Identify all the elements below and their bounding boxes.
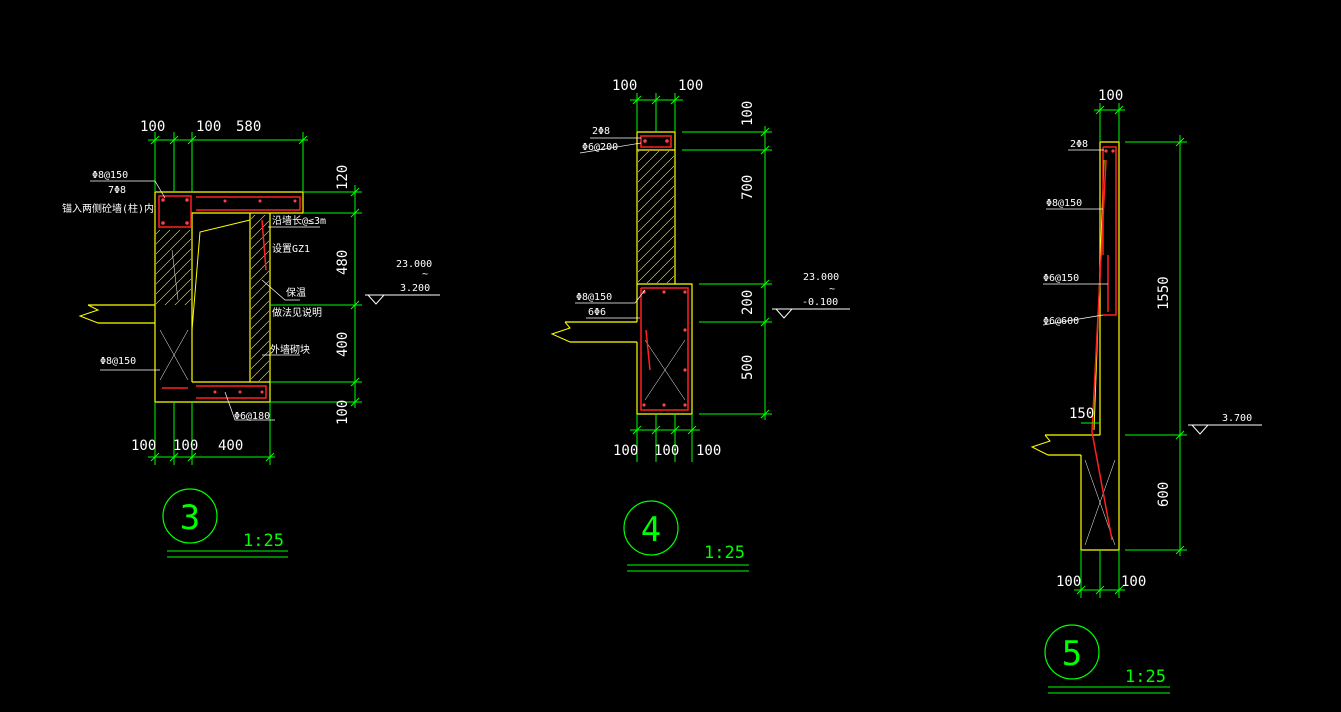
detail-3-dim-right (270, 185, 362, 408)
detail-3-dim-top (148, 132, 308, 192)
detail-5-dim-bottom-1: 100 (1056, 574, 1081, 590)
detail-4-dim-right-4: 500 (740, 355, 756, 380)
detail-4-cross-marks (644, 339, 686, 401)
detail-3-dim-top-1: 100 (140, 119, 165, 135)
detail-4-dim-bottom-2: 100 (654, 443, 679, 459)
detail-4-rebar-dots (642, 139, 687, 407)
detail-3-note-6: 保温 (286, 286, 306, 299)
detail-4-leaders (575, 137, 646, 319)
detail-3-dim-bottom-2: 100 (173, 438, 198, 454)
detail-4-dim-top (630, 93, 683, 132)
detail-3-note-10: Φ6@180 (234, 411, 270, 422)
detail-3-note-3: 锚入两侧砼墙(柱)内 (62, 202, 154, 215)
detail-5: 100 100 100 150 1550 600 3.700 (1030, 88, 1262, 694)
detail-3: 100 100 580 100 100 400 120 480 400 100 … (62, 119, 440, 558)
detail-4-dim-bottom (630, 414, 700, 462)
detail-4-dim-bottom-3: 100 (696, 443, 721, 459)
detail-4-dim-top-1: 100 (612, 78, 637, 94)
detail-5-dim-top (1094, 103, 1125, 142)
detail-3-rebar-dots (161, 198, 297, 394)
detail-4-dim-bottom-1: 100 (613, 443, 638, 459)
detail-5-dim-top-1: 100 (1098, 88, 1123, 104)
detail-5-level-1: 3.700 (1222, 413, 1252, 424)
detail-4-level-mark (772, 308, 850, 319)
detail-3-note-5: 设置GZ1 (272, 243, 310, 255)
detail-4-dim-top-2: 100 (678, 78, 703, 94)
detail-3-section-outline (78, 191, 304, 403)
detail-5-dim-left-1: 150 (1069, 406, 1094, 422)
detail-3-dim-bottom-3: 400 (218, 438, 243, 454)
detail-3-level-mark (365, 294, 440, 305)
detail-4-number-bubble (623, 500, 679, 556)
detail-5-note-1: 2Φ8 (1070, 139, 1088, 150)
detail-5-dim-right (1125, 135, 1187, 556)
detail-3-underline (167, 550, 288, 558)
detail-3-dim-top-3: 580 (236, 119, 261, 135)
detail-4-dim-right-1: 100 (740, 101, 756, 126)
detail-3-level-3: 3.200 (400, 283, 430, 294)
detail-3-dim-right-3: 400 (335, 332, 351, 357)
detail-5-level-mark (1188, 424, 1262, 435)
detail-3-level-2: ~ (422, 269, 428, 280)
detail-5-leaders (1042, 149, 1108, 326)
detail-3-hatch-column (156, 230, 191, 305)
detail-4-rebar (640, 135, 689, 411)
detail-5-note-2: Φ8@150 (1046, 198, 1082, 209)
detail-3-cross-marks (159, 249, 189, 381)
detail-5-rebar-dots (1104, 149, 1115, 153)
detail-4-note-1: 2Φ8 (592, 126, 610, 137)
detail-3-note-7: 做法见说明 (272, 306, 322, 319)
detail-5-rebar (1091, 146, 1117, 541)
detail-3-level-1: 23.000 (396, 259, 432, 270)
detail-3-rebar (158, 195, 301, 399)
detail-4-note-2: Φ6@200 (582, 142, 618, 153)
detail-3-dim-top-2: 100 (196, 119, 221, 135)
detail-3-number: 3 (180, 498, 200, 538)
detail-4-dim-right (682, 126, 772, 420)
detail-3-dim-right-1: 120 (335, 165, 351, 190)
detail-5-number: 5 (1062, 634, 1082, 674)
detail-3-note-4: 沿墙长@≤3m (272, 214, 326, 227)
detail-4-level-1: 23.000 (803, 272, 839, 283)
detail-3-dim-bottom (148, 402, 275, 465)
detail-4-level-2: ~ (829, 284, 835, 295)
detail-3-dim-right-4: 100 (335, 400, 351, 425)
detail-4-note-3: Φ8@150 (576, 292, 612, 303)
detail-3-note-1: Φ8@150 (92, 170, 128, 181)
detail-3-leaders (90, 180, 320, 421)
detail-3-scale: 1:25 (243, 531, 284, 551)
detail-3-note-8: 外墙砌块 (270, 343, 310, 356)
detail-5-underline (1048, 686, 1170, 694)
detail-3-number-bubble (162, 488, 218, 544)
detail-3-dim-right-2: 480 (335, 250, 351, 275)
detail-5-dim-right-2: 600 (1156, 482, 1172, 507)
detail-5-note-4: Φ6@600 (1043, 316, 1079, 327)
detail-3-note-9: Φ8@150 (100, 356, 136, 367)
detail-4-note-4: 6Φ6 (588, 307, 606, 318)
detail-4-level-3: -0.100 (802, 297, 838, 308)
detail-5-dim-bottom-2: 100 (1121, 574, 1146, 590)
detail-4-scale: 1:25 (704, 543, 745, 563)
detail-3-note-2: 7Φ8 (108, 185, 126, 196)
detail-4-hatch (638, 151, 674, 283)
detail-4-underline (627, 564, 749, 572)
detail-5-number-bubble (1044, 624, 1100, 680)
detail-5-scale: 1:25 (1125, 667, 1166, 687)
detail-5-note-3: Φ6@150 (1043, 273, 1079, 284)
detail-4: 100 100 100 100 100 100 700 200 500 23.0… (550, 78, 850, 572)
detail-3-hatch-wall (251, 215, 269, 381)
detail-4-dim-right-2: 700 (740, 175, 756, 200)
detail-4-number: 4 (641, 510, 661, 550)
detail-5-dim-bottom (1074, 550, 1125, 598)
detail-5-dim-right-1: 1550 (1156, 276, 1172, 310)
detail-4-dim-right-3: 200 (740, 290, 756, 315)
detail-3-dim-bottom-1: 100 (131, 438, 156, 454)
